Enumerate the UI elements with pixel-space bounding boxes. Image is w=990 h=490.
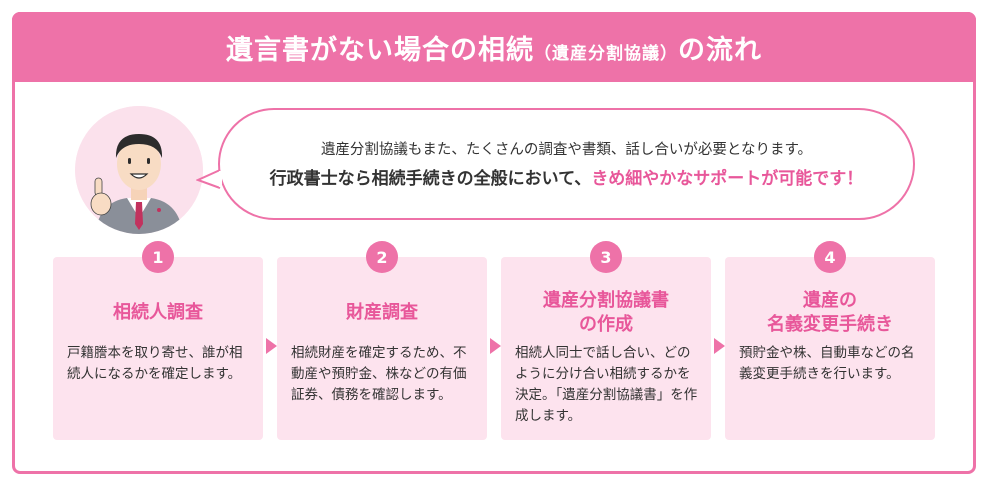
step-title-3-line1: 遺産分割協議書 — [543, 290, 669, 311]
step-title-1: 相続人調査 — [113, 302, 203, 323]
step-title-3: 遺産分割協議書 の作成 — [501, 289, 711, 337]
step-title-2: 財産調査 — [346, 302, 418, 323]
bubble-line2-text: 行政書士なら相続手続きの全般において、 — [269, 169, 592, 189]
bubble-line1: 遺産分割協議もまた、たくさんの調査や書類、話し合いが必要となります。 — [320, 142, 813, 158]
step-title-4-line2: 名義変更手続き — [767, 314, 893, 335]
page-title: 遺言書がない場合の相続（遺産分割協議）の流れ — [226, 28, 762, 67]
arrow-right-icon — [266, 338, 277, 354]
title-sub: （遺産分割協議） — [534, 43, 678, 64]
step-title-3-line2: の作成 — [579, 314, 633, 335]
step-desc-4: 預貯金や株、自動車などの名義変更手続きを行います。 — [739, 345, 915, 382]
step-card-1: 1 相続人調査 戸籍謄本を取り寄せ、誰が相続人になるかを確定します。 — [53, 241, 263, 440]
title-tail: の流れ — [678, 34, 762, 66]
header-bar: 遺言書がない場合の相続（遺産分割協議）の流れ — [12, 12, 976, 82]
step-number-1: 1 — [142, 241, 174, 273]
step-card-2: 2 財産調査 相続財産を確定するため、不動産や預貯金、株などの有価証券、債務を確… — [277, 241, 487, 440]
step-card-3: 3 遺産分割協議書 の作成 相続人同士で話し合い、どのように分け合い相続するかを… — [501, 241, 711, 440]
bubble-line2: 行政書士なら相続手続きの全般において、きめ細やかなサポートが可能です！ — [220, 164, 913, 189]
arrow-right-icon — [714, 338, 725, 354]
step-desc-2: 相続財産を確定するため、不動産や預貯金、株などの有価証券、債務を確認します。 — [291, 345, 467, 403]
step-number-2: 2 — [366, 241, 398, 273]
step-title-4-line1: 遺産の — [803, 290, 857, 311]
businessman-avatar-icon — [75, 106, 203, 234]
step-title-4: 遺産の 名義変更手続き — [725, 289, 935, 337]
step-desc-1: 戸籍謄本を取り寄せ、誰が相続人になるかを確定します。 — [67, 345, 243, 382]
bubble-line2-accent: きめ細やかなサポートが可能です！ — [591, 169, 864, 189]
title-main: 遺言書がない場合の相続 — [226, 34, 534, 66]
speech-bubble: 遺産分割協議もまた、たくさんの調査や書類、話し合いが必要となります。 行政書士な… — [218, 108, 915, 220]
arrow-right-icon — [490, 338, 501, 354]
step-card-4: 4 遺産の 名義変更手続き 預貯金や株、自動車などの名義変更手続きを行います。 — [725, 241, 935, 440]
bubble-tail — [196, 169, 222, 189]
step-desc-3: 相続人同士で話し合い、どのように分け合い相続するかを決定。「遺産分割協議書」を作… — [515, 345, 698, 424]
step-number-3: 3 — [590, 241, 622, 273]
step-number-4: 4 — [814, 241, 846, 273]
